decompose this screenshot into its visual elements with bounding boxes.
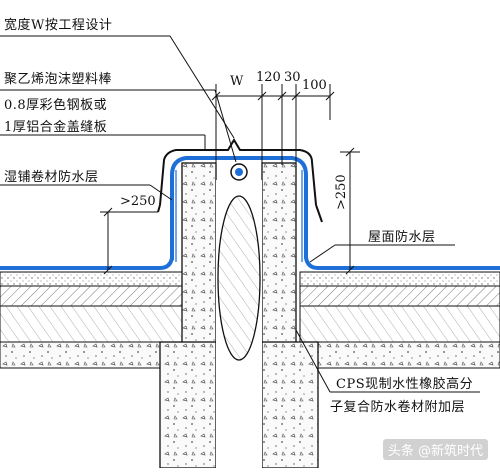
metal-cover-plate	[157, 138, 323, 223]
left-upstand-wall	[159, 162, 217, 469]
wet-membrane-label: 湿铺卷材防水层	[4, 170, 99, 185]
dim-120: 120	[256, 70, 281, 85]
cover-plate-label-1: 0.8厚彩色钢板或	[4, 98, 108, 113]
cps-label-2: 子复合防水卷材附加层	[330, 400, 466, 415]
top-dimensions	[211, 84, 335, 175]
roof-waterproof-label: 屋面防水层	[368, 230, 436, 245]
dim-30: 30	[284, 70, 301, 85]
right-height-dimension	[340, 147, 360, 275]
design-width-label: 宽度W按工程设计	[4, 18, 113, 33]
foam-rod-core	[235, 168, 243, 176]
foam-rod-label: 聚乙烯泡沫塑料棒	[4, 72, 113, 87]
dim-right-height: >250	[334, 174, 349, 210]
dim-left-height: >250	[120, 194, 156, 209]
left-height-dimension	[100, 207, 158, 275]
waterproof-membrane	[0, 156, 500, 270]
leader-lines	[0, 35, 480, 393]
roof-layers-right	[299, 271, 500, 369]
cover-plate-label-2: 1厚铝合金盖缝板	[4, 120, 108, 135]
dim-100: 100	[302, 78, 327, 93]
right-upstand-wall	[261, 162, 319, 469]
watermark: 头条 @新筑时代	[382, 439, 488, 460]
dim-w: W	[230, 74, 244, 89]
cps-label-1: CPS现制水性橡胶高分	[336, 377, 474, 392]
joint-filler	[216, 180, 262, 468]
